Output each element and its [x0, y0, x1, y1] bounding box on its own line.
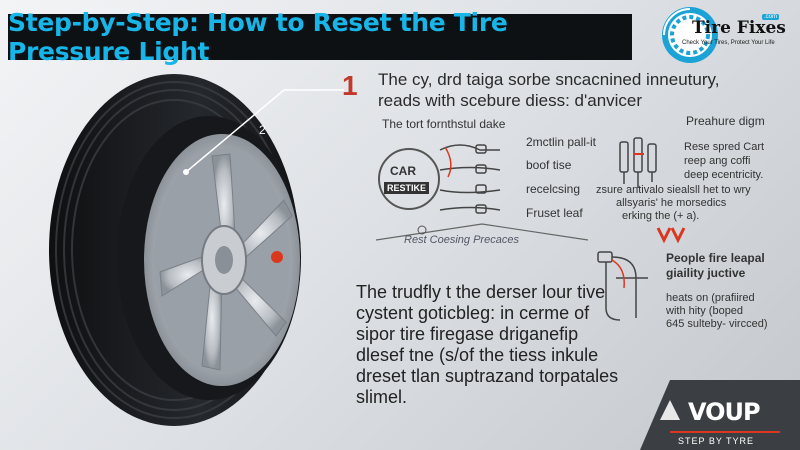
body-line-5: dreset tlan suptrazand torpatales: [356, 366, 619, 386]
steps-bracket: [375, 223, 589, 241]
tpms-sensor-marker: [271, 251, 283, 263]
logo-gear-icon: [662, 7, 718, 63]
right-desc-3: deep ecentricity.: [684, 169, 764, 181]
right-desc-2: reep ang coffi: [684, 155, 751, 167]
page-title: Step-by-Step: How to Reset the Tire Pres…: [8, 8, 508, 66]
intro-line-2: reads with scebure diess: d'anvicer: [378, 91, 643, 110]
step-item-1: 2mctlin pall-it: [526, 135, 597, 149]
logo-brand-name: Tire Fixes: [692, 18, 786, 38]
right-sub-header-2: giaility juctive: [666, 266, 746, 280]
body-line-6: slimel.: [356, 387, 408, 407]
footer-brand-bg: [640, 380, 800, 450]
intro-line-1: The cy, drd taiga sorbe sncacnined inneu…: [378, 70, 720, 89]
right-note-1: zsure antivalo siealsll het to wry: [596, 184, 751, 196]
body-line-2: cystent goticbleg: in cerme of: [356, 303, 590, 323]
right-panel-header: Preahure digm: [686, 114, 765, 128]
steps-header: The tort fornthstul dake: [382, 117, 506, 131]
gauge-tools-icon: [619, 137, 657, 188]
badge-line-1: CAR: [390, 164, 416, 178]
steps-footer: Rest Coesing Precaces: [404, 234, 519, 246]
right-sub-3: 645 sulteby- vircced): [666, 318, 768, 330]
logo-domain: .com: [762, 14, 780, 20]
car-restike-badge: CAR RESTIKE: [378, 148, 440, 210]
steps-connector-diagram: [439, 144, 501, 214]
body-line-4: dlesef tne (s/of the tiess inkule: [356, 345, 599, 365]
tire-illustration: 2: [49, 74, 344, 426]
step-item-2: boof tise: [526, 158, 572, 172]
callout-line: [185, 89, 285, 173]
body-paragraph: The trudfly t the derser lour tive cyste…: [356, 282, 618, 408]
right-sub-1: heats on (prafiired: [666, 292, 755, 304]
right-sub-header-1: People fire leapal: [666, 251, 765, 265]
footer-brand-name[interactable]: VOUP: [688, 398, 761, 426]
right-note-3: erking the (+ a).: [622, 210, 700, 222]
right-desc-1: Rese spred Cart: [684, 141, 765, 153]
body-line-3: sipor tire firegase driganefip: [356, 324, 579, 344]
step-item-4: Fruset leaf: [526, 206, 583, 220]
right-sub-2: with hity (boped: [666, 305, 744, 317]
title-banner: Step-by-Step: How to Reset the Tire Pres…: [8, 8, 632, 66]
right-note-2: allsyaris' he morsedics: [616, 197, 727, 209]
step-item-3: recelcsing: [526, 182, 581, 196]
sensor-wiring-icon: [597, 251, 648, 321]
down-arrows-icon: [656, 227, 686, 244]
brand-logo[interactable]: Tire Fixes .com Check Your Tires, Protec…: [652, 4, 800, 66]
footer-brand-tagline: STEP BY TYRE: [678, 436, 755, 446]
badge-line-2: RESTIKE: [384, 182, 430, 194]
logo-tagline: Check Your Tires, Protect Your Life: [682, 40, 775, 46]
tire-callout-2: 2: [259, 123, 266, 137]
body-line-1: The trudfly t the derser lour tive: [356, 282, 606, 302]
step-number-1: 1: [342, 70, 358, 101]
